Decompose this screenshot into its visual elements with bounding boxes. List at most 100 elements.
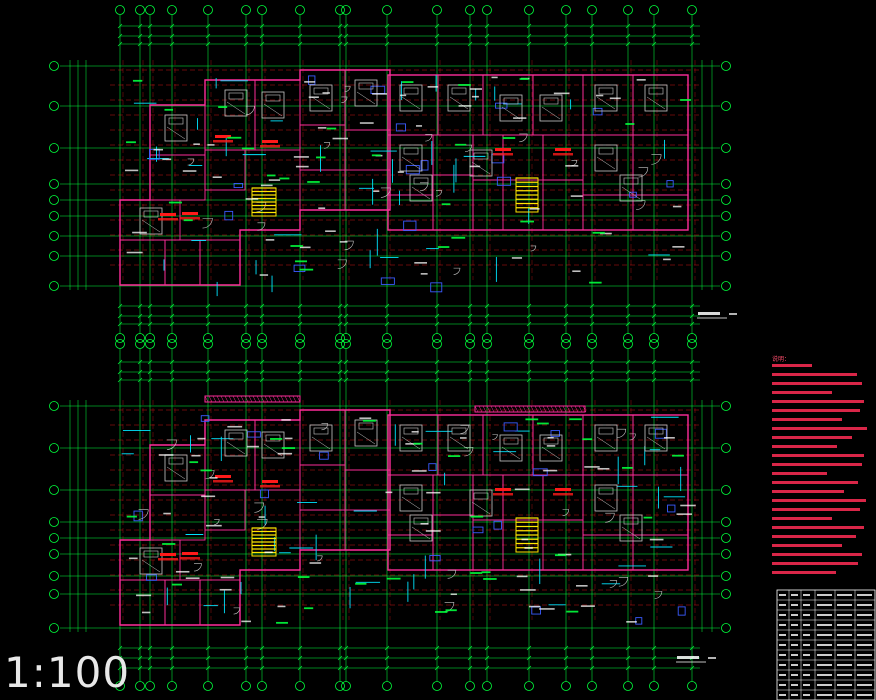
text-mark bbox=[241, 620, 251, 623]
label-mark bbox=[592, 231, 605, 234]
furniture-bed bbox=[164, 114, 188, 142]
furniture-line bbox=[356, 431, 376, 445]
door-swing bbox=[256, 202, 267, 213]
fixture bbox=[224, 210, 234, 221]
dimension-tick bbox=[243, 321, 249, 327]
furniture-line bbox=[501, 446, 521, 460]
dimension-tick bbox=[467, 655, 473, 661]
dimension-tick bbox=[205, 645, 211, 651]
label-mark bbox=[299, 268, 314, 271]
furniture-bed bbox=[499, 434, 523, 462]
dimension-tick bbox=[137, 321, 143, 327]
dimension-tick bbox=[259, 33, 265, 39]
room-wall bbox=[119, 579, 166, 626]
dimension-tick bbox=[205, 303, 211, 309]
room-wall bbox=[502, 134, 544, 181]
axis-bubble bbox=[721, 251, 731, 261]
balcony-hatch bbox=[566, 405, 571, 413]
text-mark bbox=[609, 97, 621, 100]
dimension-tick bbox=[563, 665, 569, 671]
furniture-bed bbox=[594, 484, 618, 512]
text-mark bbox=[304, 81, 316, 83]
dimension-tick bbox=[625, 377, 631, 383]
text-mark bbox=[411, 470, 427, 472]
table-cell-text bbox=[837, 664, 852, 666]
dimension-tick bbox=[589, 665, 595, 671]
table-cell-text bbox=[857, 674, 872, 676]
furniture-bed bbox=[539, 434, 563, 462]
text-mark bbox=[209, 477, 218, 479]
text-mark bbox=[415, 125, 423, 127]
furniture-bed bbox=[447, 424, 471, 452]
area-label-mark bbox=[260, 485, 280, 488]
dimension-tick bbox=[484, 369, 490, 375]
note-line bbox=[772, 481, 858, 484]
room-wall bbox=[299, 169, 346, 211]
room-wall bbox=[632, 74, 689, 136]
dimension-tick bbox=[434, 303, 440, 309]
text-mark bbox=[185, 577, 200, 579]
dimension-tick bbox=[467, 303, 473, 309]
dimension-tick bbox=[259, 359, 265, 365]
table-cell-text bbox=[779, 654, 786, 656]
dimension-tick bbox=[526, 321, 532, 327]
dimension-tick bbox=[651, 359, 657, 365]
area-label-mark bbox=[213, 140, 233, 143]
dimension-tick bbox=[563, 313, 569, 319]
dimension-tick bbox=[169, 41, 175, 47]
dimension-tick bbox=[484, 41, 490, 47]
dimension-tick bbox=[205, 23, 211, 29]
dimension-tick bbox=[689, 645, 695, 651]
title-mark bbox=[698, 312, 720, 315]
room-wall bbox=[344, 469, 391, 511]
dimension-tick bbox=[484, 665, 490, 671]
dimension-tick bbox=[147, 23, 153, 29]
text-mark bbox=[520, 589, 536, 591]
dimension-tick bbox=[526, 369, 532, 375]
furniture-line bbox=[401, 156, 421, 170]
text-mark bbox=[405, 443, 421, 445]
door-swing bbox=[419, 182, 429, 192]
dimension-tick bbox=[297, 23, 303, 29]
dimension-tick bbox=[297, 655, 303, 661]
label-mark bbox=[307, 181, 320, 183]
text-mark bbox=[293, 156, 309, 158]
axis-bubble bbox=[721, 179, 731, 189]
text-mark bbox=[411, 431, 419, 433]
dimension-tick bbox=[563, 655, 569, 661]
dimension-tick bbox=[526, 313, 532, 319]
axis-bubble bbox=[49, 61, 59, 71]
balcony-hatch bbox=[248, 395, 253, 403]
axis-bubble bbox=[721, 623, 731, 633]
dimension-tick bbox=[625, 303, 631, 309]
dimension-tick bbox=[384, 655, 390, 661]
text-mark bbox=[511, 257, 523, 259]
dimension-tick bbox=[337, 303, 343, 309]
axis-bubble bbox=[721, 517, 731, 527]
furniture-pillow bbox=[473, 152, 489, 160]
door-swing bbox=[562, 509, 570, 516]
dimension-tick bbox=[337, 321, 343, 327]
balcony-hatch bbox=[546, 405, 551, 413]
door-swing bbox=[636, 200, 646, 211]
text-mark bbox=[128, 557, 138, 560]
dimension-tick bbox=[343, 41, 349, 47]
dimension-tick bbox=[434, 359, 440, 365]
fixture bbox=[666, 180, 674, 188]
text-mark bbox=[426, 491, 441, 494]
axis-bubble bbox=[721, 485, 731, 495]
table-cell-text bbox=[857, 664, 872, 666]
furniture-pillow bbox=[358, 82, 374, 90]
furniture-line bbox=[401, 436, 421, 450]
text-mark bbox=[565, 165, 579, 167]
axis-bubble bbox=[524, 5, 534, 15]
note-line bbox=[772, 409, 860, 412]
dimension-tick bbox=[384, 33, 390, 39]
dimension-tick bbox=[297, 41, 303, 47]
text-mark bbox=[427, 86, 439, 88]
fixture bbox=[430, 282, 443, 293]
dimension-tick bbox=[484, 303, 490, 309]
note-line bbox=[772, 562, 858, 565]
dimension-tick bbox=[625, 645, 631, 651]
fixture bbox=[246, 431, 261, 438]
